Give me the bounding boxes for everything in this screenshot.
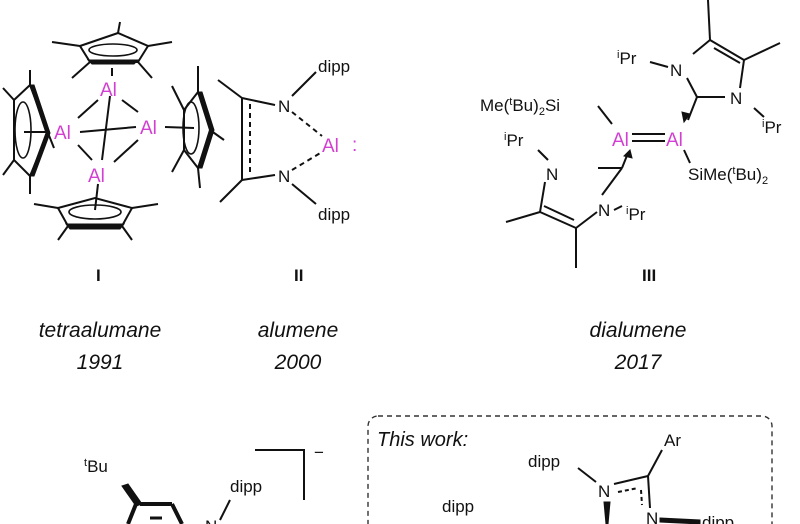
al4-core-bonds (77, 95, 195, 211)
silyl-group-right: SiMe(tBu)2 (688, 165, 768, 187)
compound-name: tetraalumane (39, 319, 162, 342)
al-atom-right: Al (666, 130, 683, 151)
compound-year: 1991 (77, 351, 124, 374)
this-work-box: This work: Ar dipp N N dipp dipp (367, 415, 773, 524)
ipr-group: iPr (617, 49, 637, 68)
n-atom: N (205, 517, 217, 524)
cp-ring-top (51, 21, 173, 79)
n-atom: N (598, 482, 610, 501)
bracket (255, 449, 305, 500)
anion-structure: tBu dipp N − (84, 443, 324, 524)
n-atom: N (730, 89, 742, 108)
cp-ring-left (2, 70, 55, 194)
ipr-group: iPr (762, 118, 782, 137)
n-atom-top: N (278, 97, 290, 116)
compound-year: 2000 (274, 351, 322, 374)
dipp-label: dipp (442, 497, 474, 516)
dipp-label: dipp (702, 513, 734, 524)
lone-pair: : (352, 135, 357, 156)
n-atom-bottom: N (278, 167, 290, 186)
al-atom-left: Al (54, 123, 71, 144)
dipp-top: dipp (318, 57, 350, 76)
nacnac-backbone (217, 71, 323, 205)
cp-ring-bottom (33, 196, 159, 241)
dipp-bottom: dipp (318, 205, 350, 224)
ar-group: Ar (664, 431, 681, 450)
n-atom: N (646, 509, 658, 524)
bonds-III (505, 0, 781, 268)
compound-numeral: III (642, 266, 656, 285)
compound-III-dialumene: Al Al N N N N iPr iPr iPr iPr Me(tBu)2Si… (480, 0, 782, 374)
compound-I-tetraalumane: Al Al Al Al I tetraalumane 1991 (2, 21, 225, 374)
compound-name: dialumene (590, 319, 687, 342)
charge-label: − (314, 443, 324, 462)
dipp-label: dipp (528, 452, 560, 471)
compound-numeral: I (96, 266, 101, 285)
compound-year: 2017 (614, 351, 663, 374)
n-atom: N (546, 165, 558, 184)
compound-II-alumene: N N dipp dipp Al : II alumene 2000 (217, 57, 357, 374)
al-atom-right: Al (140, 118, 157, 139)
n-atom: N (598, 201, 610, 220)
compound-numeral: II (294, 266, 303, 285)
this-work-label: This work: (377, 429, 468, 451)
tbu-group: tBu (84, 457, 108, 476)
dipp-label: dipp (230, 477, 262, 496)
al-atom: Al (322, 136, 339, 157)
ipr-group: iPr (504, 131, 524, 150)
compound-name: alumene (258, 319, 339, 342)
n-atom: N (670, 61, 682, 80)
al-atom-left: Al (612, 130, 629, 151)
al-atom-bottom: Al (88, 166, 105, 187)
silyl-group-left: Me(tBu)2Si (480, 96, 560, 118)
al-atom-top: Al (100, 80, 117, 101)
cp-ring-right (171, 66, 225, 189)
ipr-group: iPr (626, 205, 646, 224)
